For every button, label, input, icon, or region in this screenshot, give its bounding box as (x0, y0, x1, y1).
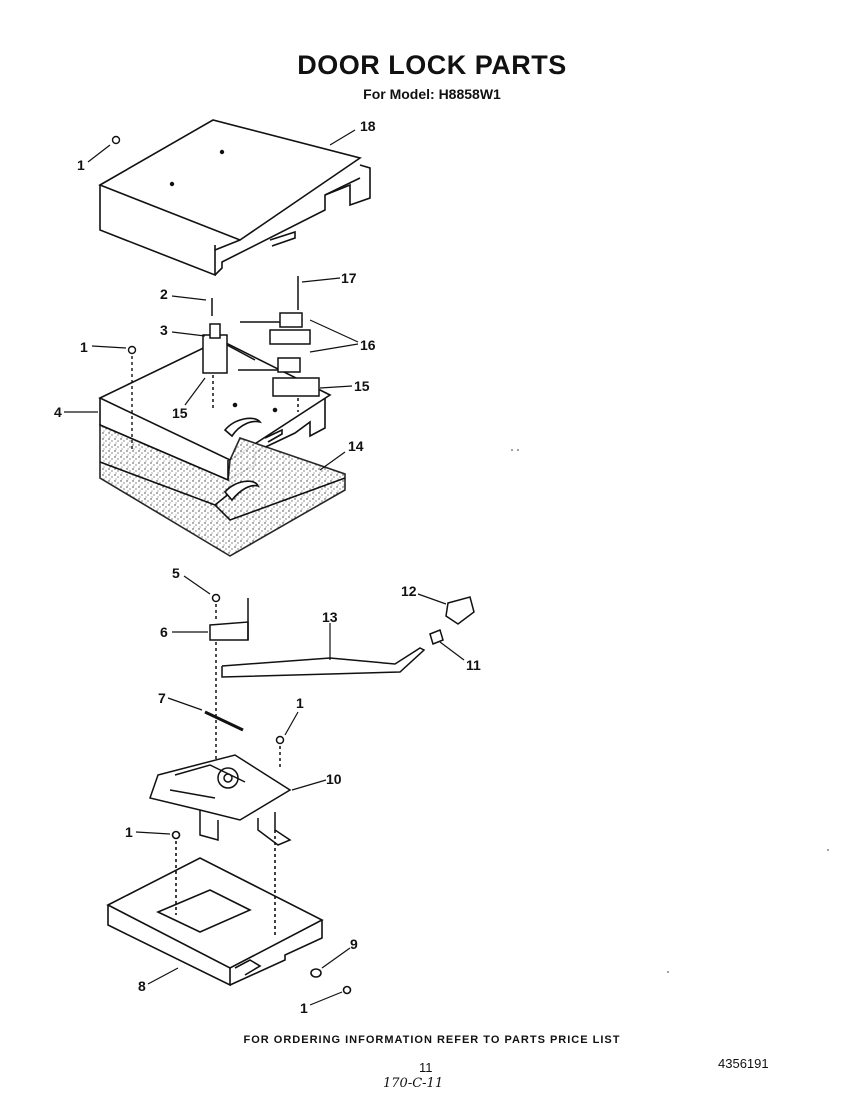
callout-label: 1 (125, 824, 133, 840)
callout-label: 18 (360, 118, 376, 134)
title-block: DOOR LOCK PARTS (0, 50, 864, 81)
callout-label: 4 (54, 404, 62, 420)
ordering-footer: FOR ORDERING INFORMATION REFER TO PARTS … (243, 1034, 621, 1046)
callout-label: 9 (350, 936, 358, 952)
callout-label: 2 (160, 286, 168, 302)
switch-assembly-right (238, 276, 320, 412)
page-title: DOOR LOCK PARTS (297, 50, 567, 80)
callout-labels: 1 18 17 2 3 16 1 15 4 15 14 5 12 6 13 11… (54, 118, 481, 1016)
scan-marks (511, 449, 829, 973)
model-subtitle: For Model: H8858W1 (363, 86, 501, 102)
callout-label: 6 (160, 624, 168, 640)
lock-mechanism-part-10 (149, 642, 292, 846)
callout-label: 13 (322, 609, 338, 625)
base-tray-part-8 (106, 830, 352, 995)
cover-part-18 (98, 119, 371, 277)
callout-label: 11 (466, 657, 481, 673)
callout-label: 7 (158, 690, 166, 706)
callout-label: 5 (172, 565, 180, 581)
callout-label: 12 (401, 583, 417, 599)
callout-label: 3 (160, 322, 168, 338)
callout-label: 1 (77, 157, 85, 173)
callout-label: 16 (360, 337, 376, 353)
handwritten-note: 170-C-11 (383, 1076, 444, 1091)
callout-label: 15 (354, 378, 370, 394)
leader-lines (64, 129, 465, 1006)
lever-linkage (209, 593, 475, 678)
callout-label: 1 (300, 1000, 308, 1016)
insulation-part-14 (99, 423, 346, 557)
screw-upper (111, 135, 137, 450)
callout-label: 15 (172, 405, 188, 421)
callout-label: 1 (296, 695, 304, 711)
page-number: 11 (419, 1060, 433, 1075)
callout-label: 10 (326, 771, 342, 787)
callout-label: 14 (348, 438, 364, 454)
callout-label: 8 (138, 978, 146, 994)
callout-label: 1 (80, 339, 88, 355)
switch-assembly-left (202, 298, 256, 410)
callout-label: 17 (341, 270, 357, 286)
document-number: 4356191 (718, 1056, 769, 1071)
